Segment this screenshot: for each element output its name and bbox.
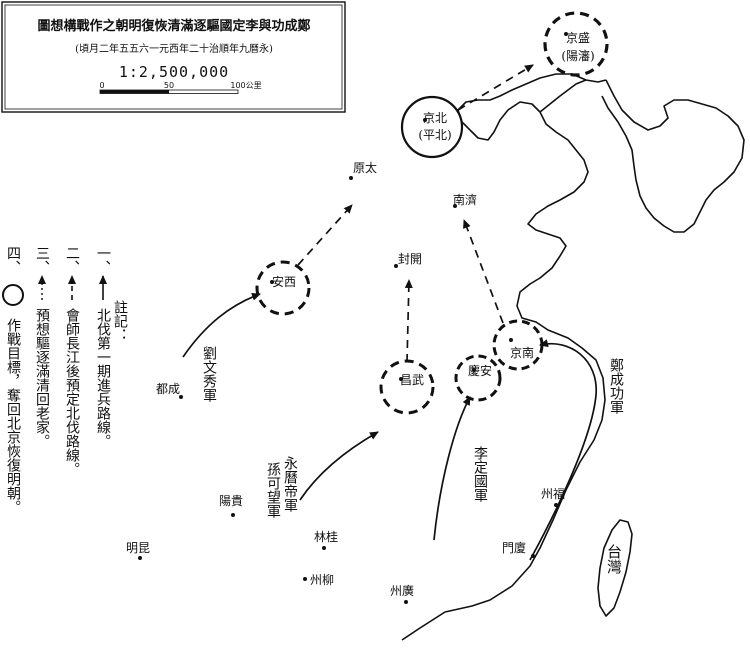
legend-item-1: 一、 北伐第一期進兵路線。	[95, 246, 111, 448]
guilin-dot	[322, 546, 326, 550]
city-label-jinan: 南濟	[453, 192, 477, 207]
kunming-dot	[138, 556, 142, 560]
nanjing-dot	[509, 338, 513, 342]
title-box: 圖想構戰作之朝明復恢清滿逐驅國定李與功成鄭 (頃月二年五五六一元西年二十治順年九…	[1, 1, 346, 113]
wuchang-kaifeng-dashed-arrow	[404, 279, 413, 363]
shengjing-dot	[564, 32, 568, 36]
fuzhou-dot	[554, 503, 558, 507]
map-title: 圖想構戰作之朝明復恢清滿逐驅國定李與功成鄭	[37, 18, 310, 34]
city-label-kunming: 明昆	[126, 541, 150, 555]
scale-tick-50: 50	[164, 81, 174, 90]
legend-heading: 註記：	[112, 300, 128, 342]
city-label-shengjing-sub: (陽瀋)	[561, 48, 594, 63]
city-label-chengdu: 都成	[156, 382, 180, 396]
nanjing-target-circle	[492, 319, 544, 371]
guangzhou-dot	[404, 600, 408, 604]
anqing-target-circle	[454, 354, 502, 402]
xian-taiyuan-dashed-arrow	[297, 204, 353, 266]
city-label-beijing: 京北	[423, 111, 447, 125]
legend-item-2-text: 會師長江後預定北伐路線。	[64, 308, 80, 476]
sun-kewang-route-arrow	[299, 431, 379, 501]
liaodong-coast	[539, 79, 587, 113]
city-labels: 京盛 (陽瀋) 京北 (平北) 原太 南濟 封開 安西 都成 昌武 慶安 京南 …	[126, 30, 595, 598]
xian-target-circle	[255, 260, 311, 316]
liuzhou-dot	[303, 577, 307, 581]
legend-target-circle-sample	[2, 284, 24, 306]
city-dots	[138, 32, 568, 604]
scale-tick-0: 0	[99, 81, 104, 90]
coastline	[401, 73, 745, 641]
city-label-nanjing: 京南	[510, 345, 534, 360]
city-label-guilin: 林桂	[314, 529, 338, 544]
city-label-guiyang: 陽貴	[219, 494, 243, 508]
army-label-sun-kewang: 孫可望軍	[265, 462, 281, 518]
li-dingguo-route-arrow	[433, 396, 471, 541]
city-label-wuchang: 昌武	[400, 373, 424, 387]
legend-item-3: 三、 預想驅逐滿清回老家。	[34, 246, 50, 448]
nanjing-jinan-dashed-arrow	[463, 219, 504, 324]
liu-wenxiu-route-arrow	[182, 293, 261, 358]
legend-item-1-num: 一、	[95, 246, 111, 274]
wuchang-target-circle	[379, 359, 435, 415]
scale-bar	[99, 89, 239, 94]
beijing-dot	[423, 118, 427, 122]
xiamen-dot	[531, 554, 535, 558]
legend-item-3-text: 預想驅逐滿清回老家。	[34, 308, 50, 448]
guiyang-dot	[231, 513, 235, 517]
route-arrows	[182, 64, 597, 561]
scale-ratio: 1:2,500,000	[119, 63, 229, 81]
legend-item-4-num: 四、	[5, 246, 21, 274]
shengjing-target-circle	[543, 11, 609, 77]
scale-tick-100: 100公里	[230, 81, 261, 90]
legend-item-2-num: 二、	[64, 246, 80, 274]
army-label-zheng-chenggong: 鄭成功軍	[608, 358, 624, 414]
taiyuan-dot	[349, 176, 353, 180]
city-label-beijing-sub: (平北)	[418, 128, 451, 142]
title-box-inner	[4, 4, 343, 110]
city-label-taiyuan: 原太	[353, 160, 377, 175]
city-label-shengjing: 京盛	[566, 30, 590, 45]
legend-item-3-num: 三、	[34, 246, 50, 274]
legend-item-2: 二、 會師長江後預定北伐路線。	[64, 246, 80, 476]
city-label-xiamen: 門廈	[502, 540, 526, 555]
army-label-liu-wenxiu: 劉文秀軍	[201, 346, 217, 402]
title-box-outer	[1, 1, 346, 113]
china-coast	[401, 101, 606, 641]
city-label-kaifeng: 封開	[398, 252, 422, 266]
korea-coast	[601, 79, 745, 233]
army-label-li-dingguo: 李定國軍	[472, 446, 488, 502]
legend-item-4: 四、 作戰目標，奪回北京恢復明朝。	[2, 246, 24, 514]
city-label-guangzhou: 州廣	[390, 584, 414, 598]
legend-item-4-text: 作戰目標，奪回北京恢復明朝。	[5, 318, 21, 514]
beijing-shengjing-dashed-arrow	[457, 64, 534, 111]
chengdu-dot	[179, 395, 183, 399]
bohai-coast	[457, 73, 607, 131]
legend: 註記： 一、 北伐第一期進兵路線。 二、 會師長江後預定北伐路線。 三、 預想驅…	[2, 246, 128, 514]
map-subtitle: (頃月二年五五六一元西年二十治順年九曆永)	[75, 42, 273, 55]
army-label-yongli: 永曆帝軍	[282, 456, 298, 512]
anqing-dot	[472, 368, 476, 372]
city-label-xian: 安西	[272, 274, 296, 289]
city-label-anqing: 慶安	[468, 363, 492, 378]
zheng-chenggong-route-arrow	[529, 339, 597, 561]
legend-item-1-text: 北伐第一期進兵路線。	[95, 308, 111, 448]
city-label-fuzhou: 州福	[541, 486, 565, 501]
jinan-dot	[453, 204, 457, 208]
wuchang-dot	[399, 377, 403, 381]
beijing-target-circle	[400, 95, 464, 159]
kaifeng-dot	[394, 264, 398, 268]
taiwan-label: 台灣	[605, 544, 623, 574]
xian-dot	[270, 280, 274, 284]
army-labels: 劉文秀軍 孫可望軍 永曆帝軍 李定國軍 鄭成功軍	[201, 346, 624, 518]
taiwan-coast	[597, 519, 633, 617]
city-label-liuzhou: 州柳	[310, 573, 334, 587]
